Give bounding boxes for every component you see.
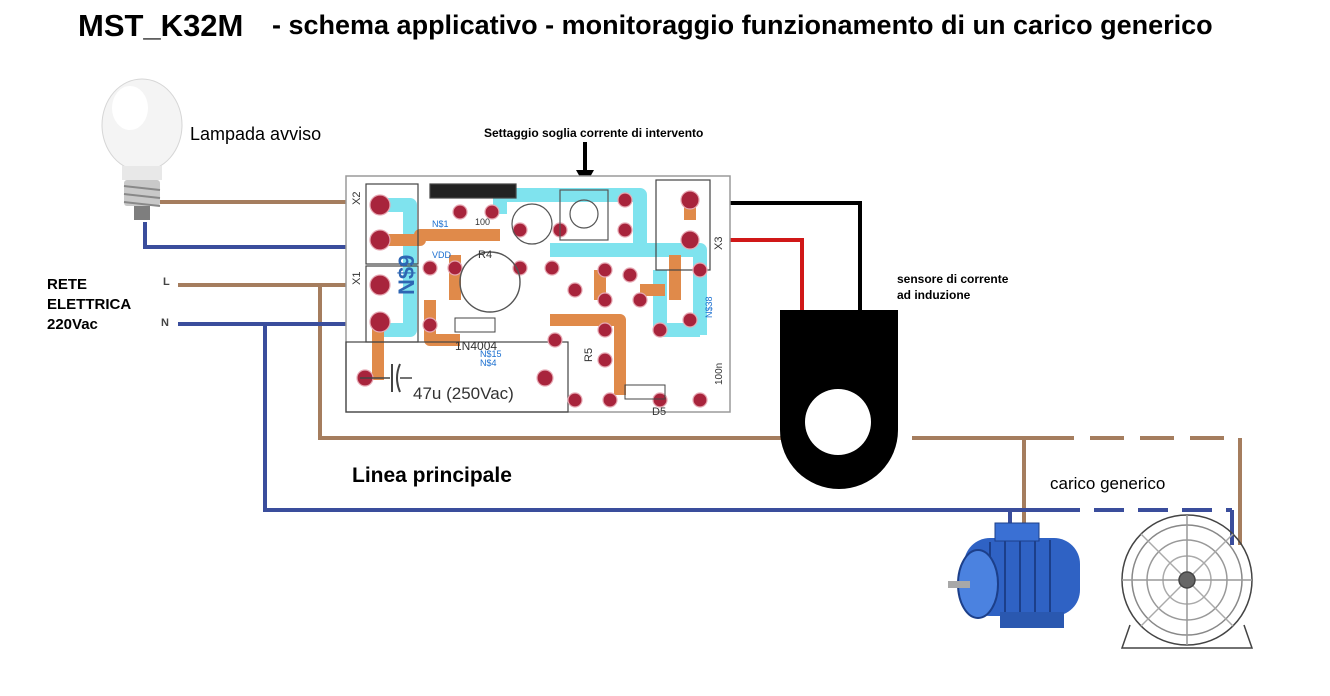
pcb-n15-label: N$15 bbox=[480, 349, 502, 359]
current-sensor-icon bbox=[780, 310, 898, 489]
pcb-x1-label: X1 bbox=[351, 272, 363, 285]
neutral-pin-label: N bbox=[161, 317, 169, 329]
pcb-net-n9-label: N$9 bbox=[394, 255, 419, 295]
motor-icon bbox=[948, 522, 1080, 628]
diagram-title: MST_K32M bbox=[78, 8, 244, 43]
sensor-red-wire bbox=[725, 238, 804, 310]
mains-label: RETE ELETTRICA 220Vac bbox=[47, 275, 131, 335]
lamp-neutral-wire bbox=[143, 222, 375, 249]
mains-label-line2: ELETTRICA bbox=[47, 296, 132, 313]
neutral-wires bbox=[143, 222, 1234, 545]
diagram-subtitle: - schema applicativo - monitoraggio funz… bbox=[272, 10, 1213, 40]
fan-icon bbox=[1120, 514, 1254, 649]
sensor-wires bbox=[725, 201, 862, 310]
phase-wires bbox=[160, 200, 1242, 545]
sensor-black-wire bbox=[725, 201, 862, 310]
pcb-x3-label: X3 bbox=[713, 237, 725, 250]
mains-label-line3: 220Vac bbox=[47, 316, 98, 333]
pcb-board: X2 X1 X3 N$9 47u (250Vac) 1N4004 D5 R4 R… bbox=[345, 175, 731, 418]
pcb-c100n-label: 100n bbox=[714, 363, 725, 385]
pcb-n1-label: N$1 bbox=[432, 219, 449, 229]
load-label: carico generico bbox=[1050, 474, 1166, 493]
pcb-n38-label: N$38 bbox=[704, 296, 714, 318]
setting-label: Settaggio soglia corrente di intervento bbox=[484, 126, 704, 140]
pcb-capacitor-label: 47u (250Vac) bbox=[413, 384, 514, 403]
pcb-diode-label: 1N4004 bbox=[455, 339, 497, 353]
main-line-neutral-wire bbox=[263, 324, 1050, 512]
main-line-phase-wire bbox=[318, 285, 858, 440]
sensor-label-line2: ad induzione bbox=[897, 288, 971, 302]
main-line-label: Linea principale bbox=[352, 464, 512, 487]
phase-pin-label: L bbox=[163, 276, 170, 288]
pcb-r100-label: 100 bbox=[475, 217, 490, 227]
pcb-n4-label: N$4 bbox=[480, 358, 497, 368]
sensor-label-line1: sensore di corrente bbox=[897, 272, 1009, 286]
pcb-d5-label: D5 bbox=[652, 406, 666, 418]
sensor-label: sensore di corrente ad induzione bbox=[897, 271, 1008, 303]
pcb-r4-label: R4 bbox=[478, 249, 492, 261]
pcb-r5-label: R5 bbox=[583, 348, 595, 362]
mains-label-line1: RETE bbox=[47, 276, 88, 293]
pcb-x2-label: X2 bbox=[351, 192, 363, 205]
pcb-vdd-label: VDD bbox=[432, 250, 452, 260]
lamp-icon bbox=[101, 78, 183, 220]
lamp-label: Lampada avviso bbox=[190, 124, 322, 144]
